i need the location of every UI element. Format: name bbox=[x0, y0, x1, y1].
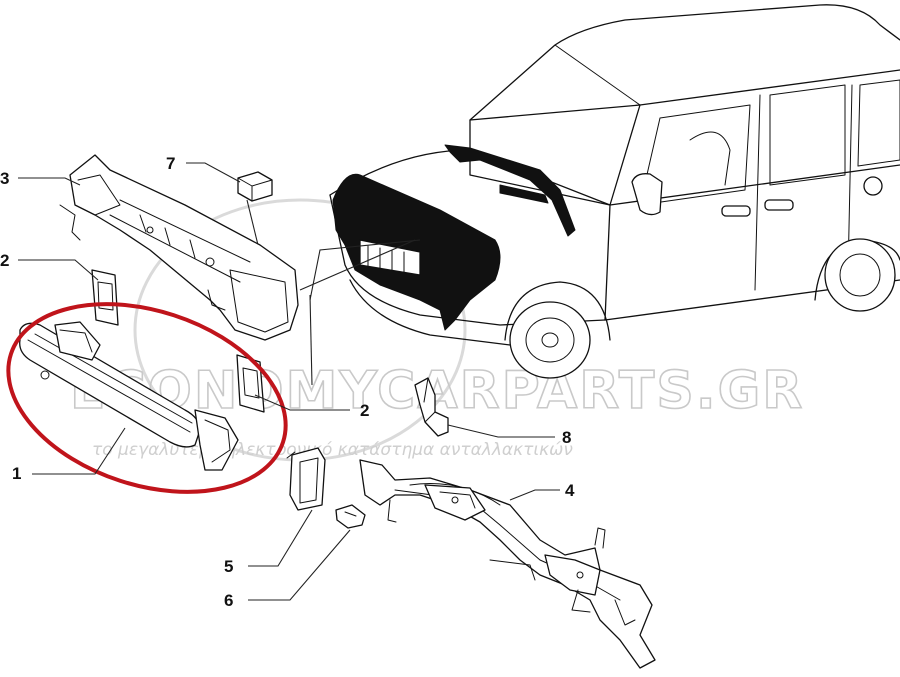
leader-3 bbox=[18, 177, 81, 186]
leader-6 bbox=[248, 529, 351, 601]
callout-1: 1 bbox=[12, 464, 21, 483]
callout-labels: 1 2 2 3 4 5 6 7 8 bbox=[0, 154, 575, 610]
callout-8: 8 bbox=[562, 428, 571, 447]
part-3-front-upper-panel bbox=[59, 154, 299, 341]
leader-8 bbox=[447, 424, 555, 438]
assembly-leaders bbox=[246, 199, 421, 386]
highlight-ring bbox=[6, 302, 288, 494]
callout-4: 4 bbox=[565, 481, 575, 500]
leader-2a bbox=[18, 259, 99, 281]
leader-1 bbox=[32, 427, 126, 475]
part-5-mount bbox=[286, 447, 326, 511]
part-7-clip bbox=[237, 171, 273, 202]
part-1-bumper-beam bbox=[19, 321, 239, 471]
callout-5: 5 bbox=[224, 557, 233, 576]
watermark-tagline: το μεγαλύτερο ηλεκτρονικό κατάστημα αντα… bbox=[92, 440, 573, 460]
callout-leaders bbox=[18, 162, 560, 601]
callout-7: 7 bbox=[166, 154, 175, 173]
part-4-cross-beam bbox=[359, 459, 656, 669]
leader-2b bbox=[254, 394, 350, 411]
callout-2-right: 2 bbox=[360, 401, 369, 420]
part-6-bolt bbox=[335, 504, 366, 529]
leader-7 bbox=[186, 162, 241, 183]
leader-4 bbox=[509, 489, 560, 501]
callout-6: 6 bbox=[224, 591, 233, 610]
van-illustration bbox=[329, 4, 900, 379]
part-2-bracket-right bbox=[236, 354, 265, 413]
callout-2-left: 2 bbox=[0, 251, 9, 270]
leader-5 bbox=[248, 509, 313, 567]
watermark-brand: ECONOMYCARPARTS.GR bbox=[70, 361, 804, 421]
callout-3: 3 bbox=[0, 169, 9, 188]
